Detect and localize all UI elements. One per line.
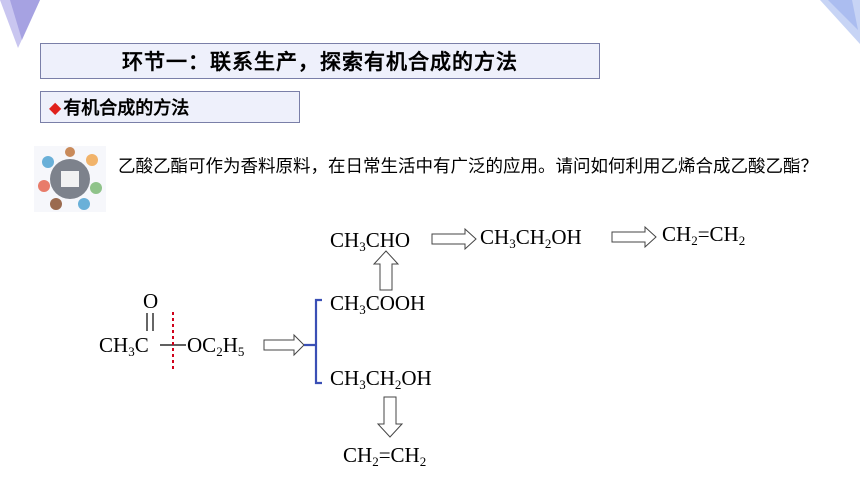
diamond-bullet-icon: ◆ <box>49 97 62 117</box>
ester-right-group: OC2H5 <box>187 333 245 359</box>
section-title: 环节一：联系生产，探索有机合成的方法 <box>40 43 600 79</box>
ester-left-group: CH3C <box>99 333 149 359</box>
formula-ethanol-bottom: CH3CH2OH <box>330 366 432 392</box>
subsection-title: ◆ 有机合成的方法 <box>40 91 300 123</box>
ester-carbonyl-oxygen: O <box>143 289 159 313</box>
formula-ethylene-bottom: CH2=CH2 <box>343 443 427 469</box>
bracket <box>304 298 322 385</box>
arrow-up <box>372 250 400 291</box>
question-text: 乙酸乙酯可作为香料原料，在日常生活中有广泛的应用。请问如何利用乙烯合成乙酸乙酯？ <box>118 157 818 177</box>
arrow-right-1 <box>431 227 477 251</box>
corner-decoration-right <box>820 0 860 44</box>
discussion-group-icon <box>34 146 106 212</box>
arrow-right-2 <box>611 225 657 249</box>
formula-acetaldehyde: CH3CHO <box>330 228 411 254</box>
arrow-right-ester <box>263 333 305 357</box>
corner-decoration-left <box>0 0 40 48</box>
subsection-title-text: 有机合成的方法 <box>63 98 190 119</box>
arrow-down <box>376 396 404 438</box>
formula-ethylene-top: CH2=CH2 <box>662 222 746 248</box>
formula-ethanol-top: CH3CH2OH <box>480 225 582 251</box>
formula-acetic-acid: CH3COOH <box>330 291 426 317</box>
section-title-text: 环节一：联系生产，探索有机合成的方法 <box>122 50 518 74</box>
